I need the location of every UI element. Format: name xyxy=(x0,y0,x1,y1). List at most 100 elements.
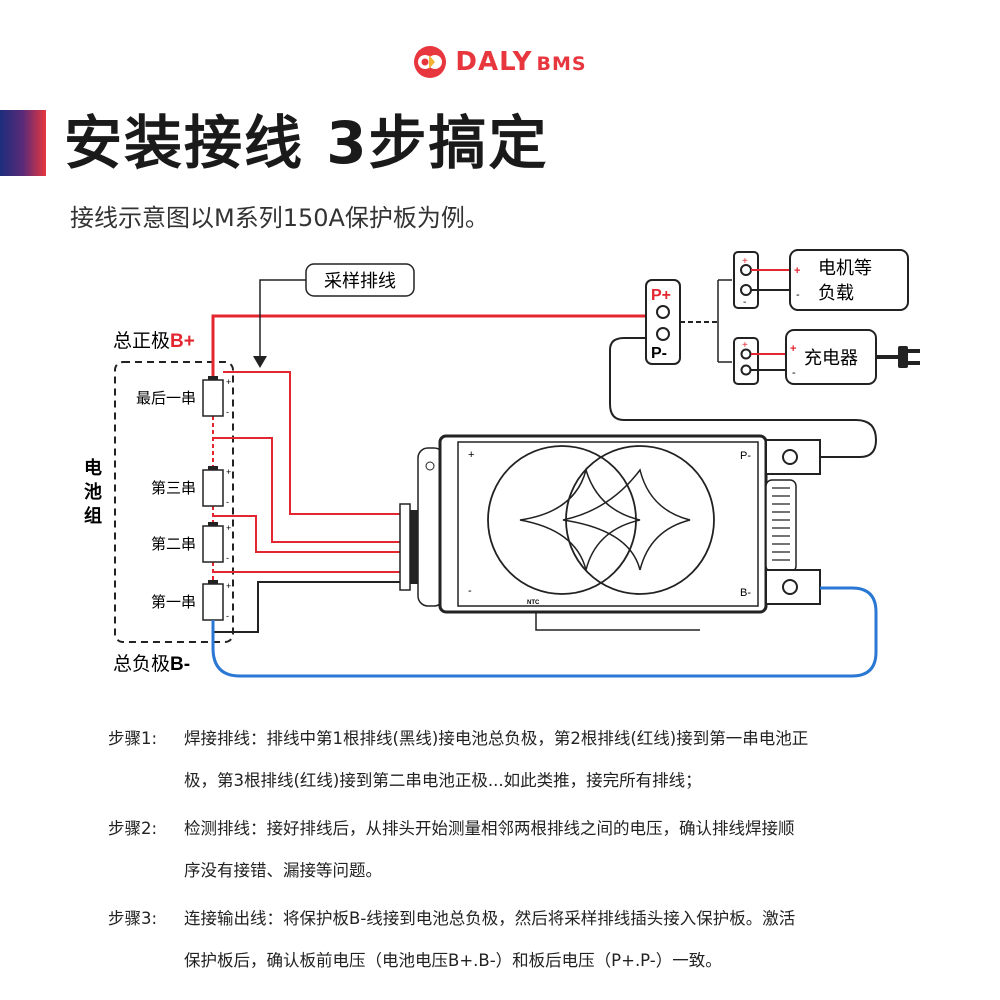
step-2-label: 步骤2: xyxy=(108,819,158,838)
cell-body xyxy=(202,379,224,417)
total-positive-pole: B+ xyxy=(170,331,195,352)
board-plus: + xyxy=(468,449,474,461)
board-p-minus: P- xyxy=(740,450,751,462)
terminal-b-minus-hole xyxy=(782,579,798,595)
daly-logo-icon xyxy=(414,46,447,78)
board-led xyxy=(425,461,435,471)
cell-minus: - xyxy=(226,497,229,507)
title-accent-bar xyxy=(0,110,46,176)
total-negative-text: 总负极 xyxy=(113,653,170,675)
load-box xyxy=(789,249,909,311)
step-2: 步骤2: 检测排线：接好排线后，从排头开始测量相邻两根排线之间的电压，确认排线焊… xyxy=(108,808,928,892)
steps-list: 步骤1: 焊接排线：排线中第1根排线(黑线)接电池总负极，第2根排线(红线)接到… xyxy=(108,718,928,982)
sampling-wire-last xyxy=(223,371,400,515)
cell-cap xyxy=(208,466,218,470)
charger-connector xyxy=(733,337,759,385)
cell-label: 第一串 xyxy=(151,593,196,611)
sampling-connector xyxy=(399,503,411,591)
total-positive-text: 总正极 xyxy=(113,330,170,352)
battery-pack-box xyxy=(114,361,234,643)
cell-body xyxy=(202,525,224,563)
cell-label: 第二串 xyxy=(151,535,196,553)
board-inner xyxy=(457,441,759,607)
terminal-b-minus xyxy=(765,569,821,605)
sampling-socket xyxy=(410,510,418,584)
step-1-line-1: 焊接排线：排线中第1根排线(黑线)接电池总负极，第2根排线(红线)接到第一串电池… xyxy=(184,729,809,748)
p-minus-label: P- xyxy=(651,345,667,362)
charger-label: 充电器 xyxy=(804,348,858,368)
cell-plus: + xyxy=(226,523,231,533)
total-negative-pole: B- xyxy=(170,654,190,675)
battery-pack-char-3: 组 xyxy=(84,505,102,526)
charger-box-plus: + xyxy=(790,343,796,355)
plug-pin-top xyxy=(908,349,920,353)
step-2-line-2: 序没有接错、漏接等问题。 xyxy=(184,861,382,880)
board-b-minus: B- xyxy=(740,587,751,599)
plug-body xyxy=(898,346,908,368)
load-box-minus: - xyxy=(796,289,800,301)
battery-pack-char-2: 池 xyxy=(84,481,102,502)
cell-minus: - xyxy=(226,553,229,563)
p-plus-hole xyxy=(656,305,670,319)
board-logo-star xyxy=(519,467,691,571)
ntc-lead xyxy=(535,612,700,631)
black-wire-p-minus xyxy=(609,337,878,458)
cell-first: + - 第一串 xyxy=(151,580,231,621)
load-hole-plus xyxy=(740,264,752,276)
charger-plus-mark: + xyxy=(742,340,748,351)
blue-wire-b-minus xyxy=(211,586,878,678)
balance-pins xyxy=(772,487,790,561)
page-subtitle: 接线示意图以M系列150A保护板为例。 xyxy=(70,204,489,232)
load-connector xyxy=(733,251,759,309)
plug-pin-bottom xyxy=(908,361,920,365)
cell-plus: + xyxy=(226,377,231,387)
cell-minus: - xyxy=(226,407,229,417)
board-minus: - xyxy=(468,585,472,597)
step-1-label: 步骤1: xyxy=(108,729,158,748)
battery-pack-label-2: 池 xyxy=(84,481,102,502)
terminal-p-minus xyxy=(765,439,821,475)
red-wire-b-plus xyxy=(211,314,660,378)
output-branch xyxy=(717,279,732,363)
charger-hole-plus xyxy=(740,348,752,360)
step-3: 步骤3: 连接输出线：将保护板B-线接到电池总负极，然后将采样排线插头接入保护板… xyxy=(108,898,928,982)
bms-board: + - P- B- NTC xyxy=(417,434,821,631)
step-1-line-2: 极，第3根排线(红线)接到第二串电池正极...如此类推，接完所有排线； xyxy=(184,771,702,790)
cell-second: + - 第二串 xyxy=(151,522,231,563)
sampling-cable-label: 采样排线 xyxy=(324,271,396,291)
plug-icon xyxy=(898,346,920,368)
sampling-wire-black xyxy=(212,581,400,633)
sampling-cable-arrow xyxy=(259,279,306,358)
step-3-label: 步骤3: xyxy=(108,909,158,928)
step-2-line-1: 检测排线：接好排线后，从排头开始测量相邻两根排线之间的电压，确认排线焊接顺 xyxy=(184,819,795,838)
terminal-p-minus-hole xyxy=(782,449,798,465)
battery-pack-label-1: 电 xyxy=(84,457,102,478)
cell-plus: + xyxy=(226,581,231,591)
p-minus-hole xyxy=(656,327,670,341)
sampling-wire-second xyxy=(213,515,400,553)
load-minus-mark: - xyxy=(743,297,746,308)
cell-cap xyxy=(208,376,218,380)
load-hole-minus xyxy=(740,284,752,296)
cell-minus: - xyxy=(226,611,229,621)
balance-connector xyxy=(765,479,797,573)
cell-cap xyxy=(208,580,218,584)
wiring-diagram: 电 池 组 总正极B+ 总负极B- + - 最后一串 + - 第三串 + - 第… xyxy=(84,249,920,678)
cell-body xyxy=(202,583,224,621)
cell-last: + - 最后一串 xyxy=(136,376,231,417)
load-box-plus: + xyxy=(794,265,800,277)
p-plus-label: P+ xyxy=(651,287,671,304)
cell-cap xyxy=(208,522,218,526)
load-label-2: 负载 xyxy=(818,283,854,303)
step-3-line-1: 连接输出线：将保护板B-线接到电池总负极，然后将采样排线插头接入保护板。激活 xyxy=(184,909,796,928)
cell-third: + - 第三串 xyxy=(151,466,231,507)
cell-label: 第三串 xyxy=(151,479,196,497)
step-3-line-2: 保护板后，确认板前电压（电池电压B+.B-）和板后电压（P+.P-）一致。 xyxy=(184,951,722,970)
load-label-1: 电机等 xyxy=(818,258,872,278)
arrow-head-icon xyxy=(253,356,267,368)
battery-pack-label-3: 组 xyxy=(84,505,102,526)
board-ntc: NTC xyxy=(527,600,540,606)
sampling-wire-third xyxy=(213,437,400,543)
battery-pack-char-1: 电 xyxy=(84,457,102,478)
